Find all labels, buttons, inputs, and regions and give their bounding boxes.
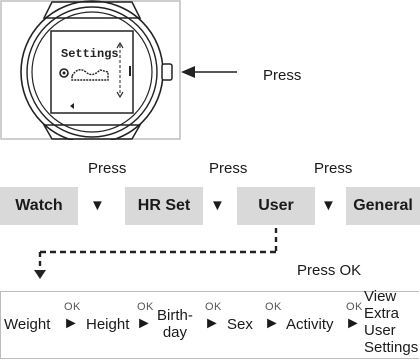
menu-item-watch: Watch [0,187,78,225]
screen-marker-right [129,66,131,76]
watch-strap-bottom [42,124,142,140]
screen-back-icon [70,103,74,109]
ok-label: OK [64,301,81,313]
flow-step-weight: Weight [4,316,51,333]
ok-label: OK [205,301,222,313]
right-arrow-icon: ► [264,315,280,332]
flow-step-view-line2: Extra [364,305,400,322]
flow-step-view-line1: View [364,288,397,305]
screen-icon-user-settings [71,69,109,81]
flow-step-birthday: Birth- day [157,307,193,341]
menu-item-user: User [237,187,315,225]
down-arrow-icon: ▼ [90,197,105,214]
press-arrow-icon [181,66,237,78]
dashed-arrow-head-icon [34,270,46,279]
press-label-1: Press [88,160,127,177]
down-arrow-icon: ▼ [210,197,225,214]
watch-bezel-inner [31,11,153,133]
flow-step-view-line4: Settings [364,339,419,356]
screen-icon-gear [59,68,69,78]
dashed-connector [34,228,278,279]
press-callout-label: Press [263,67,302,84]
ok-label: OK [346,301,363,313]
flow-step-activity: Activity [286,316,334,333]
flow-step-view-extra: View Extra User Settings [364,288,418,356]
watch-bezel-middle [26,6,158,138]
press-label-2: Press [209,160,248,177]
menu-item-hr-set: HR Set [125,187,203,225]
right-arrow-icon: ► [204,315,220,332]
ok-label: OK [137,301,154,313]
flow-step-view-line3: User [364,322,396,339]
right-arrow-icon: ► [345,315,361,332]
menu-item-general: General [346,187,420,225]
ok-label: OK [265,301,282,313]
screen-text: Settings [61,47,119,61]
scroll-down-icon [116,91,124,99]
flow-step-sex: Sex [227,316,253,333]
watch-side-button [161,63,173,81]
flow-step-birthday-line2: day [162,324,188,341]
right-arrow-icon: ► [136,315,152,332]
press-ok-label: Press OK [297,262,362,279]
right-arrow-icon: ► [63,315,79,332]
press-label-3: Press [314,160,353,177]
scroll-up-icon [116,41,124,49]
user-settings-flow-box [0,291,419,359]
flow-step-height: Height [86,316,130,333]
flow-step-birthday-line1: Birth- [157,307,193,324]
down-arrow-icon: ▼ [321,197,336,214]
watch-illustration: Settings [0,0,181,140]
